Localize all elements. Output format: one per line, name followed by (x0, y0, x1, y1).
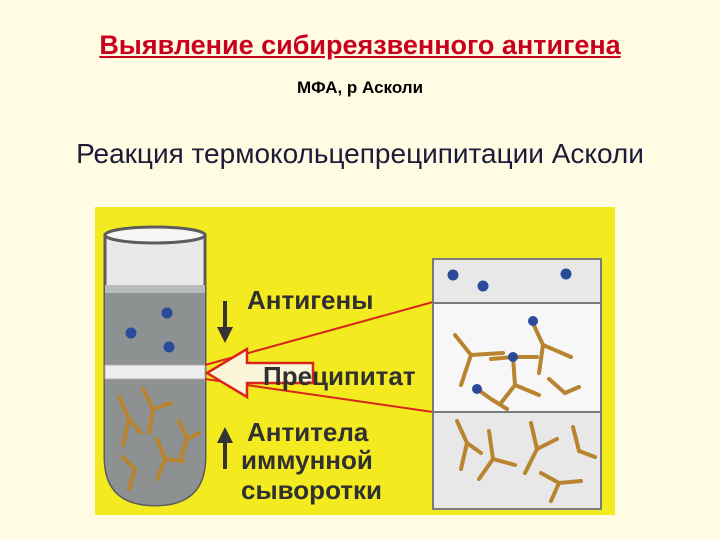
antigen-dot (125, 327, 137, 339)
ascoli-reaction-diagram: Антигены Преципитат Антитела иммунной сы… (95, 207, 615, 515)
test-tube (103, 225, 207, 507)
antigen-dot (528, 316, 538, 326)
antibody-diffusion-arrow (217, 427, 233, 469)
antigen-dot (560, 268, 572, 280)
antigen-layer-surface (105, 285, 205, 293)
label-immune: иммунной (241, 445, 373, 475)
magnified-view (432, 258, 602, 510)
label-antibodies: Антитела (247, 417, 369, 447)
antigen-dot (161, 307, 173, 319)
tube-antibodies (117, 387, 201, 491)
diagram-canvas: Антигены Преципитат Антитела иммунной сы… (95, 207, 615, 515)
label-precipitate: Преципитат (263, 361, 416, 391)
reaction-heading: Реакция термокольцепреципитации Асколи (76, 138, 644, 169)
antigen-diffusion-arrow (217, 301, 233, 343)
serum-liquid (105, 289, 205, 505)
tube-rim (103, 225, 207, 245)
slide-subtitle: МФА, р Асколи (296, 78, 424, 97)
antigen-dot (477, 280, 489, 292)
precipitate-ring (104, 364, 206, 380)
label-antigens: Антигены (247, 285, 373, 315)
label-serum: сыворотки (241, 475, 382, 505)
antigen-dot (472, 384, 482, 394)
antigen-dot (163, 341, 175, 353)
antigen-dot (508, 352, 518, 362)
free-antibodies (455, 419, 597, 503)
slide-title: Выявление сибиреязвенного антигена (99, 30, 621, 60)
antigen-dot (447, 269, 459, 281)
precipitate-pointer-arrow (204, 346, 315, 400)
